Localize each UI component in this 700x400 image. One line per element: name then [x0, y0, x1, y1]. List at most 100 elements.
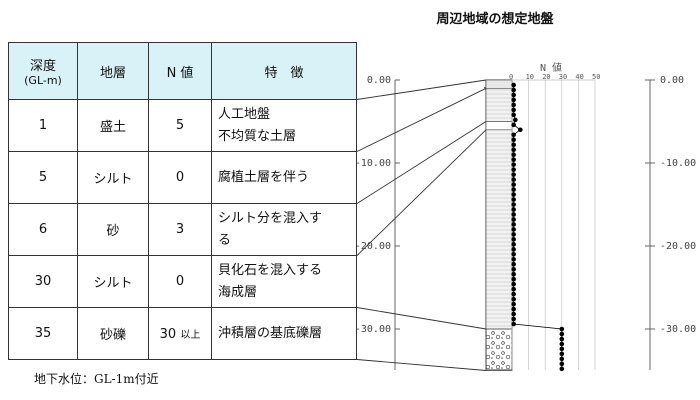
- n-value-point: [559, 346, 565, 352]
- cell-feature-line2: 不均質な土層: [218, 128, 297, 144]
- n-tick-label: 50: [592, 73, 600, 81]
- n-value-point: [511, 112, 516, 118]
- cell-feature-line2: 海成層: [218, 284, 258, 300]
- n-value-point: [511, 102, 516, 108]
- n-value-point: [511, 107, 516, 113]
- soil-layer-band: [485, 79, 513, 89]
- n-tick-label: 0: [509, 73, 513, 81]
- n-value-point: [511, 276, 516, 282]
- table-row: 35 砂礫 30 以上 沖積層の基底礫層: [8, 307, 357, 360]
- depth-label-left: 0.00: [367, 75, 391, 86]
- n-value-point: [511, 172, 516, 177]
- n-value-point: [511, 316, 516, 322]
- n-value-point: [511, 167, 516, 172]
- cell-feature: 腐植土層を伴う: [211, 151, 357, 204]
- leader-line: [356, 121, 487, 204]
- n-value-point: [511, 217, 516, 222]
- leader-lines: [356, 79, 487, 371]
- n-value-point: [511, 192, 516, 197]
- depth-label-right: -30.00: [660, 324, 696, 335]
- leader-line: [356, 79, 487, 100]
- n-value-point: [511, 261, 516, 267]
- n-value-point: [559, 331, 565, 337]
- n-value-point: [511, 187, 516, 192]
- n-value-point: [513, 117, 518, 123]
- n-value-point: [511, 147, 516, 153]
- n-value-profile: [511, 82, 565, 372]
- cell-layer: シルト: [77, 255, 149, 308]
- n-value-point: [511, 237, 516, 242]
- n-value-point: [511, 311, 516, 317]
- n-value-point: [511, 97, 516, 103]
- n-value-point: [511, 227, 516, 232]
- soil-table: 深度 (GL-m) 地層 N 値 特 徴 1 盛土 5 人工地盤 不均質な土層 …: [8, 42, 357, 360]
- n-value-point: [511, 182, 516, 187]
- depth-label-right: -20.00: [660, 241, 696, 252]
- n-value-point: [511, 266, 516, 272]
- depth-label-right: -10.00: [660, 158, 696, 169]
- header-depth-label: 深度: [29, 59, 56, 74]
- n-value-point: [511, 197, 516, 202]
- n-value-point: [511, 242, 516, 247]
- cell-n-value: 3: [175, 222, 185, 237]
- table-row: 1 盛土 5 人工地盤 不均質な土層: [8, 99, 357, 152]
- n-value-point: [511, 281, 516, 287]
- soil-layer-band: [485, 121, 513, 131]
- cell-feature-line2: る: [218, 232, 232, 248]
- n-value-point: [559, 356, 565, 362]
- depth-label-right: 0.00: [660, 75, 684, 86]
- n-value-point: [511, 137, 516, 143]
- n-tick-label: 40: [575, 73, 583, 81]
- n-value-point: [511, 291, 516, 297]
- cell-feature: 貝化石を混入する 海成層: [211, 255, 357, 308]
- n-value-point: [511, 286, 516, 292]
- n-value-point: [511, 82, 516, 88]
- soil-layer-band: [485, 328, 513, 371]
- n-value-point: [511, 177, 516, 182]
- cell-n-value: 0: [175, 170, 185, 185]
- n-value-point: [511, 256, 516, 262]
- cell-feature-line1: 沖積層の基底礫層: [218, 325, 323, 341]
- table-row: 5 シルト 0 腐植土層を伴う: [8, 151, 357, 204]
- n-value-point: [559, 351, 565, 357]
- n-value-point: [511, 296, 516, 302]
- cell-n-suffix: 以上: [180, 329, 201, 341]
- cell-feature-line1: 腐植土層を伴う: [218, 169, 310, 185]
- n-value-point: [511, 142, 516, 148]
- header-feature: 特 徴: [211, 42, 357, 100]
- cell-feature: 人工地盤 不均質な土層: [211, 99, 357, 152]
- n-axis-label: N 値: [540, 61, 562, 74]
- n-value-point: [511, 207, 516, 212]
- n-profile-line: [513, 84, 563, 369]
- cell-feature-line1: シルト分を混入す: [218, 210, 323, 226]
- cell-feature: シルト分を混入す る: [211, 203, 357, 256]
- cell-n-value: 5: [175, 118, 185, 133]
- cell-n-value: 0: [175, 274, 185, 289]
- diagram-title: 周辺地域の想定地盤: [436, 12, 554, 27]
- n-value-point: [511, 122, 516, 128]
- n-value-point: [511, 247, 516, 252]
- table-header-row: 深度 (GL-m) 地層 N 値 特 徴: [8, 42, 357, 100]
- n-value-point: [511, 92, 516, 98]
- leader-line: [356, 307, 487, 330]
- table-row: 6 砂 3 シルト分を混入す る: [8, 203, 357, 256]
- n-value-point: [511, 202, 516, 207]
- n-tick-label: 30: [559, 73, 567, 81]
- n-tick-label: 20: [542, 73, 550, 81]
- depth-label-left: -10.00: [355, 158, 391, 169]
- n-value-point: [511, 306, 516, 312]
- n-value-point: [559, 366, 565, 372]
- n-value-point: [511, 162, 516, 167]
- n-value-point: [511, 232, 516, 237]
- leader-line: [356, 87, 487, 152]
- groundwater-note: 地下水位：GL-1m付近: [34, 372, 159, 386]
- leader-line: [356, 359, 487, 371]
- header-n: N 値: [148, 42, 212, 100]
- n-value-point: [511, 271, 516, 277]
- n-value-point: [511, 321, 516, 327]
- n-value-grid: 0 10 20 30 40 50: [509, 73, 600, 370]
- n-tick-label: 10: [526, 73, 534, 81]
- n-value-point: [511, 87, 516, 93]
